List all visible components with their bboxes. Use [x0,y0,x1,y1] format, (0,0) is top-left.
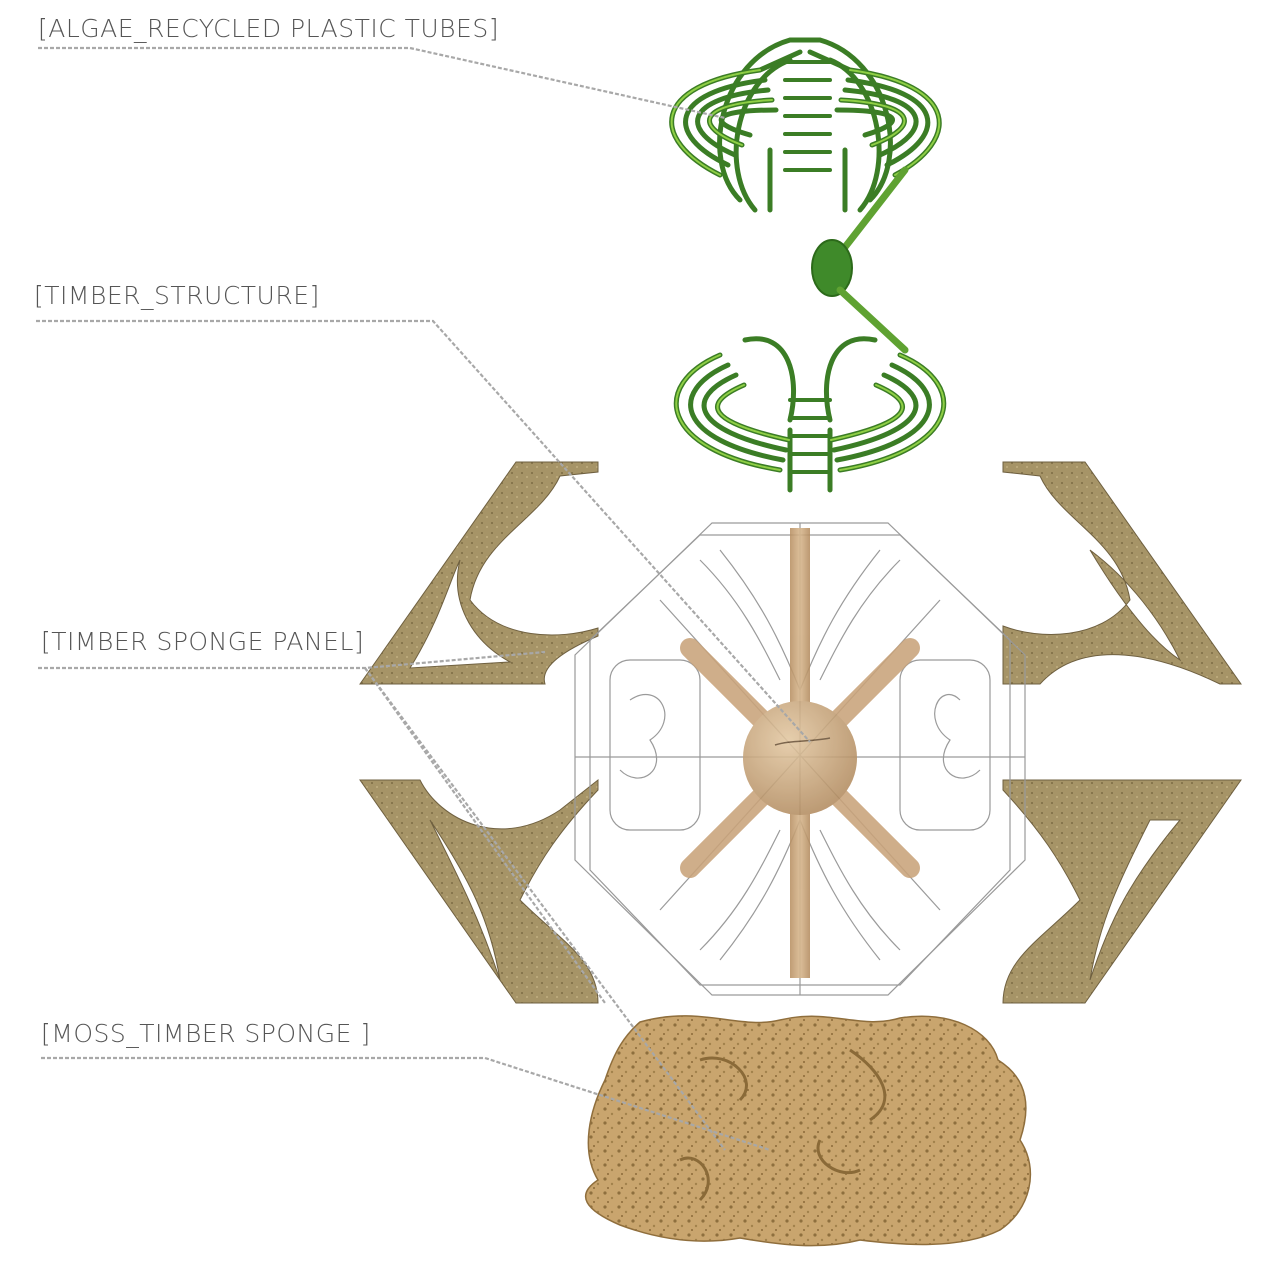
leader-algae-tubes [38,48,725,118]
timber-sponge-panel-bottom-left [360,780,598,1003]
timber-structure [690,528,910,978]
label-algae-recycled-plastic-tubes: [ALGAE_RECYCLED PLASTIC TUBES] [38,14,499,43]
timber-sponge-panel-bottom-right [1003,780,1241,1003]
label-timber-structure: [TIMBER_STRUCTURE] [34,281,320,310]
algae-tubes-bottom [676,339,943,490]
moss-timber-sponge [586,1016,1031,1246]
algae-tubes-top [672,40,940,350]
timber-sponge-panel-top-left [360,462,598,684]
label-timber-sponge-panel: [TIMBER SPONGE PANEL] [41,627,364,656]
label-moss-timber-sponge: [MOSS_TIMBER SPONGE ] [41,1019,371,1048]
timber-sponge-panel-top-right [1003,462,1241,684]
